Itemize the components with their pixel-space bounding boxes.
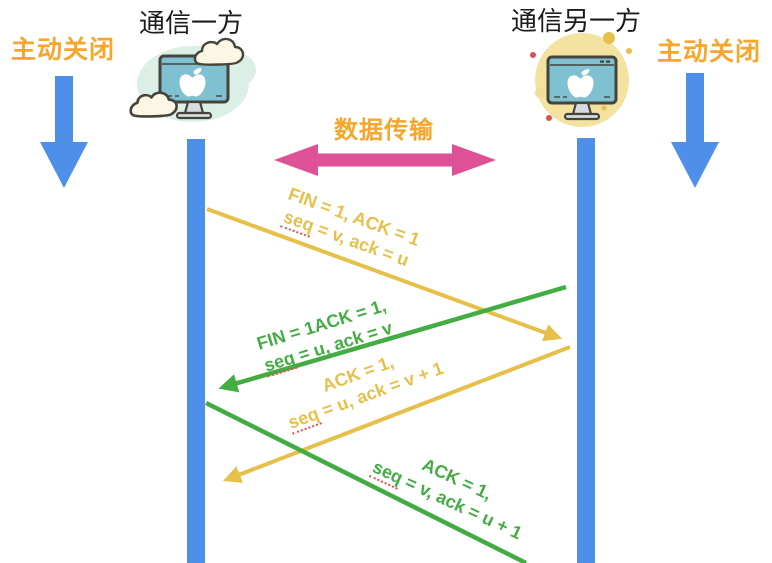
active-close-arrow-left	[40, 76, 88, 188]
apple-logo	[567, 69, 594, 98]
active-close-label-left: 主动关闭	[11, 36, 116, 64]
imac-monitor-left	[158, 54, 230, 120]
lifeline-right	[577, 138, 595, 563]
data-transfer-label: 数据传输	[334, 117, 434, 144]
active-close-arrow-right	[671, 73, 719, 188]
arrow-fin-ack-from-right	[218, 284, 567, 393]
imac-monitor-right	[546, 55, 618, 121]
apple-logo	[179, 68, 206, 97]
computer-icon-left	[129, 37, 256, 122]
arrow-ack-from-left	[204, 400, 528, 563]
data-transfer-double-arrow	[274, 144, 496, 176]
lifeline-left	[187, 139, 205, 563]
party-title-right: 通信另一方	[511, 6, 642, 36]
cloud-icon-bottom	[129, 91, 178, 118]
cloud-icon-top	[193, 37, 245, 66]
arrow-ack-from-right	[222, 345, 571, 483]
active-close-label-right: 主动关闭	[657, 38, 762, 66]
computer-icon-right	[530, 32, 632, 127]
party-title-left: 通信一方	[139, 8, 244, 38]
arrow-fin-from-left	[206, 207, 563, 342]
